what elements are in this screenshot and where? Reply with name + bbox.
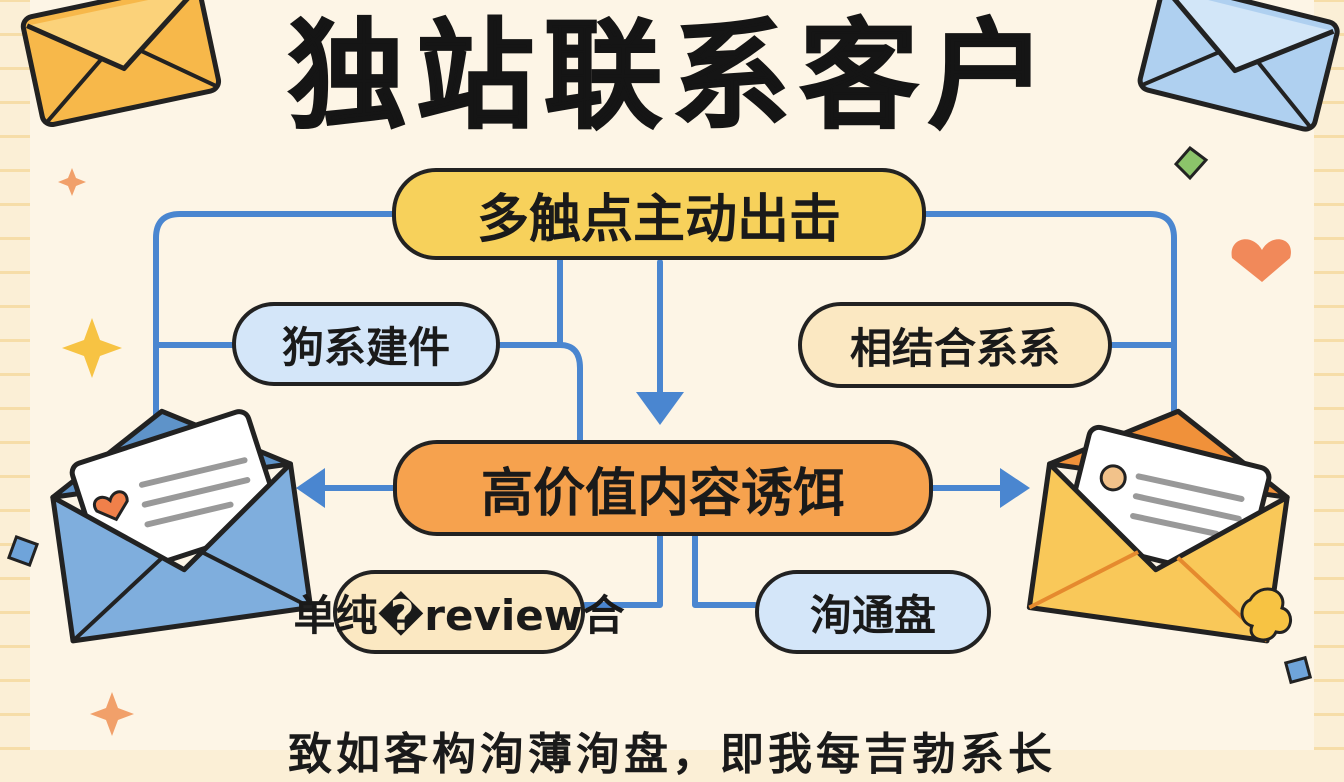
bottom-caption: 致如客构洵薄洵盘，即我每吉勃系长 [288,729,1056,780]
diamond-icon [6,145,1313,685]
sparkle-icon [58,168,134,736]
splash-icon [1240,587,1292,642]
right-border-stripes [1314,0,1344,750]
arrow-right-icon [1000,468,1030,508]
left-border-stripes [0,0,30,750]
open-orange-envelope-icon [1026,408,1290,644]
orange-envelope-icon [20,0,222,128]
right-top-node: 相结合系系 [798,302,1112,388]
page-title: 独站联系客户 [287,6,1056,146]
arrow-down-icon [636,392,684,425]
left-bottom-node: 单纯�review合 [293,570,625,654]
center-mid-node: 高价值内容诱饵 [393,440,933,536]
decor-layer [6,0,1340,736]
right-bottom-node: 洵通盘 [755,570,991,654]
flow-arrowheads [296,392,1030,508]
center-top-node: 多触点主动出击 [392,168,926,260]
heart-icon [1231,239,1291,282]
blue-envelope-icon [1137,0,1340,132]
flow-connectors [153,211,1177,608]
paper-background [30,0,1314,750]
left-top-node: 狗系建件 [232,302,500,386]
open-blue-envelope-icon [50,408,314,644]
arrow-left-icon [296,468,325,508]
